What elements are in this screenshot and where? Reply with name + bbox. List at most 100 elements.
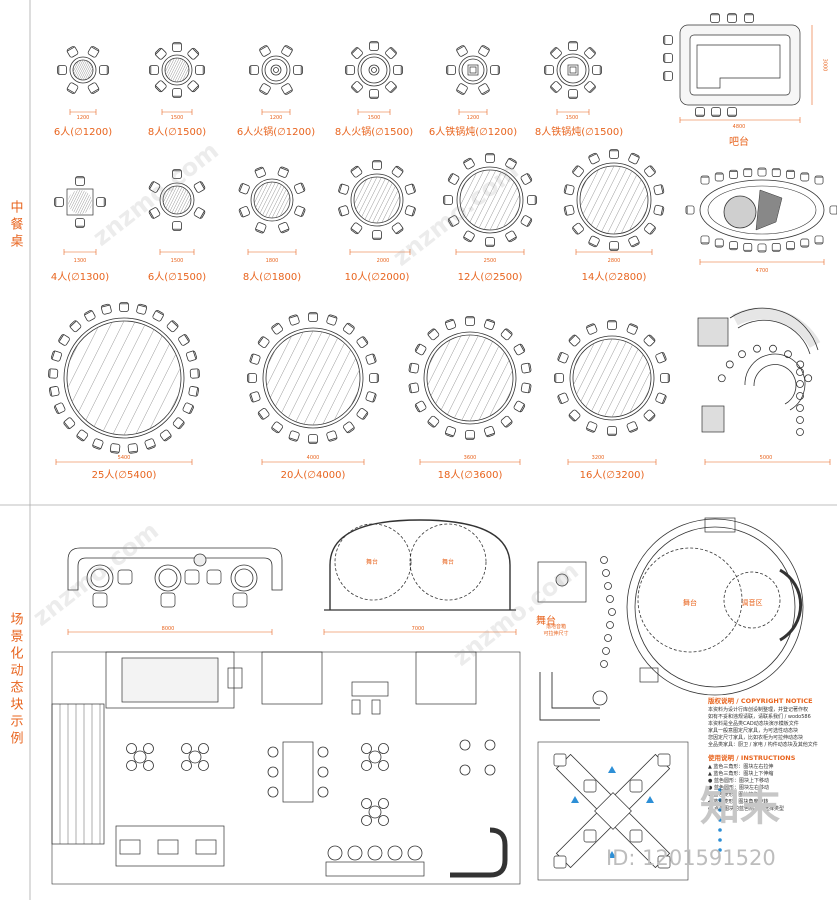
stool	[784, 350, 792, 359]
chair	[609, 241, 619, 251]
round-tabletop	[262, 327, 364, 429]
hatch-line	[173, 186, 189, 214]
chair-seat	[586, 323, 598, 335]
chair-seat	[446, 65, 456, 75]
hatch-line	[427, 335, 462, 421]
chair	[628, 152, 640, 165]
chair	[361, 743, 372, 754]
chair-seat	[463, 230, 475, 243]
chair	[447, 215, 460, 227]
chair-back	[415, 344, 421, 352]
chair	[484, 764, 496, 776]
chair-seat	[308, 312, 318, 322]
chair	[48, 368, 59, 379]
hatch-line	[588, 339, 628, 417]
chair-back	[110, 450, 119, 453]
audience-chair	[606, 595, 614, 603]
hatch-line	[74, 60, 86, 80]
chair-seat	[586, 421, 598, 433]
chair-seat	[48, 386, 60, 397]
chair-seat	[483, 318, 496, 330]
round-tabletop	[569, 335, 655, 421]
chair	[288, 314, 300, 326]
chair-seat	[414, 343, 427, 356]
chair-back	[271, 323, 279, 329]
chair-seat	[520, 173, 533, 185]
chair	[626, 323, 638, 335]
chair-back	[155, 48, 162, 55]
armchair	[117, 569, 133, 585]
hatch-line	[586, 166, 622, 234]
chair-back	[149, 210, 155, 219]
chair-seat	[626, 421, 638, 433]
chair	[456, 45, 468, 57]
hotpot-ring	[270, 64, 282, 76]
inner-curved-table	[744, 353, 806, 411]
chair	[54, 197, 64, 207]
table-label: 8人(∅1800)	[242, 272, 302, 283]
chair	[317, 766, 329, 778]
chair	[408, 382, 420, 394]
chair-seat	[513, 400, 526, 413]
chair	[505, 157, 517, 170]
dimension-text: 3600	[463, 455, 477, 461]
chair	[100, 303, 112, 315]
hatch-line	[405, 177, 428, 223]
chair-back	[255, 167, 263, 172]
hatch-line	[293, 331, 342, 425]
lounge-chair	[407, 845, 423, 861]
round-tabletop	[357, 53, 391, 87]
hatch-line	[171, 186, 186, 214]
hatch-line	[483, 170, 515, 230]
chair	[685, 205, 695, 215]
chair-seat	[478, 45, 490, 57]
audience-chair	[604, 582, 612, 590]
hatch-line	[486, 335, 513, 421]
hatch-line	[257, 182, 276, 218]
iron-pot-inner	[469, 66, 477, 74]
stool	[796, 404, 804, 412]
hatch-line	[573, 339, 574, 417]
stage-screen	[704, 517, 736, 533]
chair	[356, 336, 369, 348]
table-label: 6人铁锅炖(∅1200)	[428, 127, 518, 138]
hotpot-center	[371, 67, 377, 73]
chair-back	[339, 207, 343, 216]
chair	[465, 316, 475, 326]
chair	[727, 107, 737, 117]
chair	[404, 205, 416, 217]
chair	[126, 760, 137, 771]
hatch-line	[72, 190, 86, 214]
chair	[271, 322, 283, 335]
chair	[365, 391, 377, 403]
chair-back	[192, 85, 199, 92]
chair-seat	[404, 205, 416, 217]
curved-bar	[450, 827, 508, 878]
chair	[629, 779, 643, 793]
chair	[695, 107, 705, 117]
hatch-line	[167, 58, 180, 82]
chair	[166, 320, 179, 333]
chair-back	[49, 387, 53, 396]
dimension-text: 1200	[269, 115, 283, 121]
chair	[172, 42, 182, 52]
dimension-text: 1500	[170, 115, 184, 121]
chair-seat	[444, 426, 457, 438]
table-label: 10人(∅2000)	[344, 272, 410, 283]
chair	[308, 434, 318, 444]
iron-pot	[467, 64, 479, 76]
side-cabinet	[701, 405, 725, 433]
chair	[700, 235, 710, 245]
chair-seat	[69, 320, 82, 333]
hatch-line	[67, 321, 113, 435]
hatch-line	[682, 339, 721, 417]
chair-back	[564, 206, 568, 215]
chair-seat	[663, 53, 673, 63]
chair	[365, 353, 377, 365]
chair-seat	[544, 65, 554, 75]
chair	[663, 35, 673, 45]
audience-chair	[602, 647, 610, 655]
chair-back	[648, 335, 655, 342]
chair-back	[411, 184, 415, 193]
